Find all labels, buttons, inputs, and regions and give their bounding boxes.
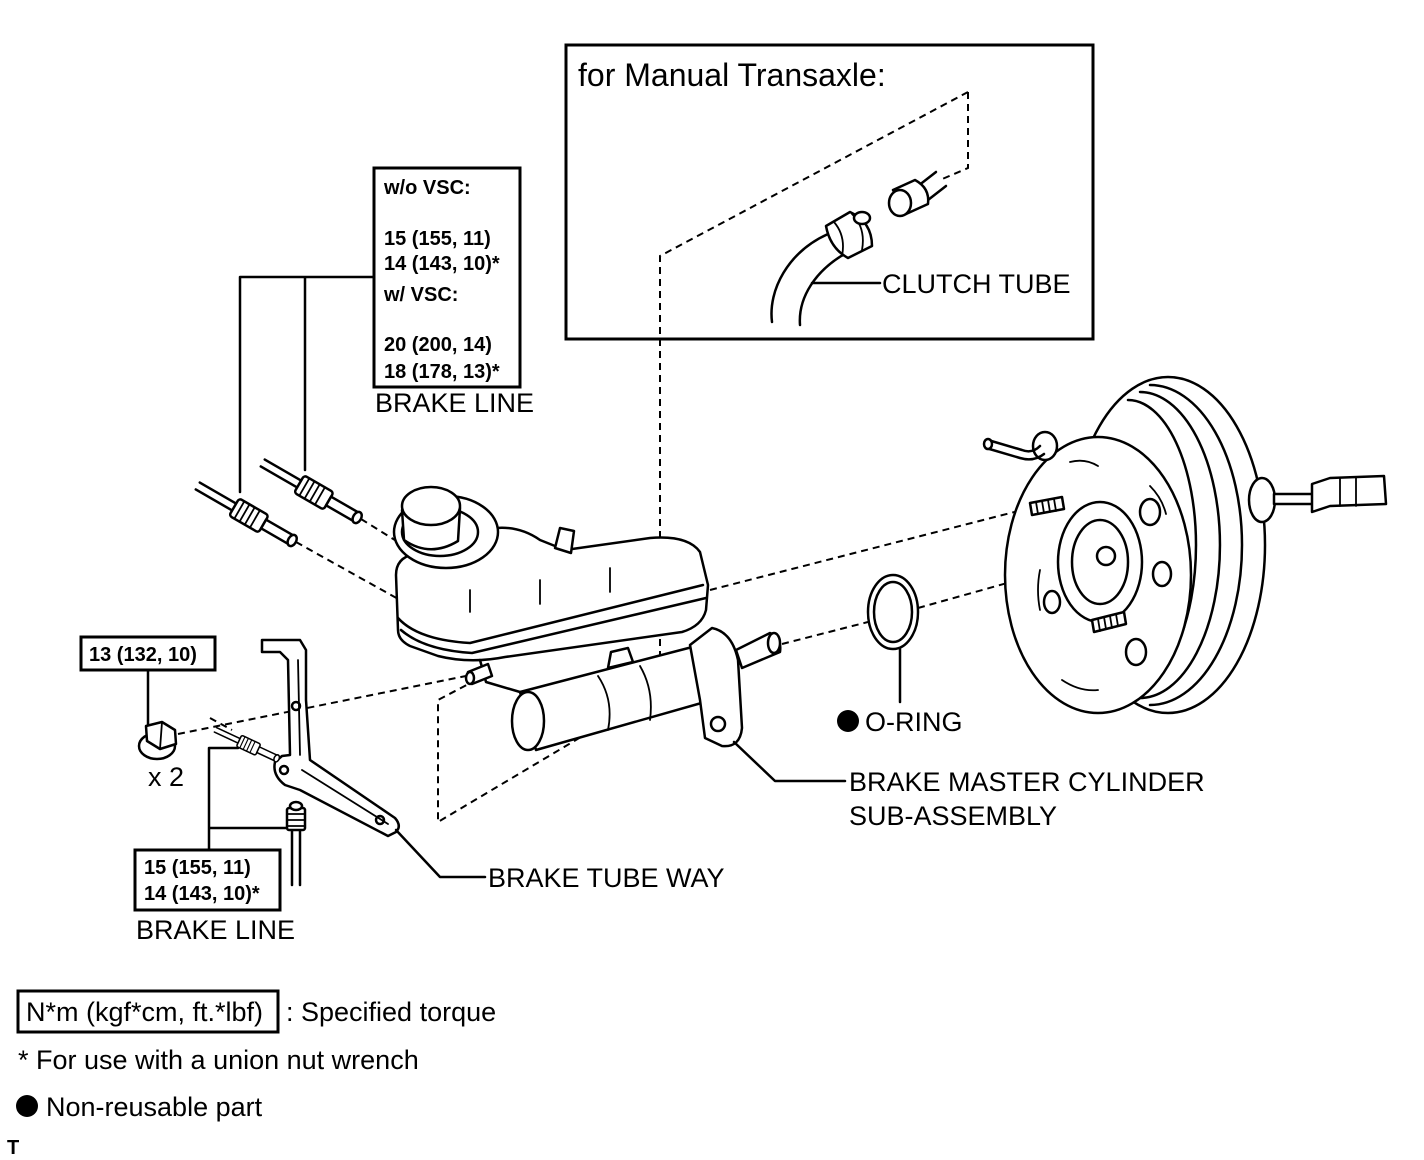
master-cylinder-label-line2: SUB-ASSEMBLY	[849, 801, 1057, 831]
manual-transaxle-title: for Manual Transaxle:	[578, 57, 886, 93]
brake-line-leader-upper	[238, 275, 376, 494]
brake-tube-way-bracket	[260, 638, 400, 838]
torque-lower-union-value: 14 (143, 10)*	[144, 883, 260, 905]
brake-line-label-upper: BRAKE LINE	[375, 388, 534, 418]
nut-torque-value: 13 (132, 10)	[89, 644, 197, 666]
brake-line-leader-lower	[207, 746, 288, 852]
torque-w-vsc-heading: w/ VSC:	[383, 284, 458, 306]
brake-line-fitting-left	[191, 476, 302, 553]
torque-w-vsc-union-value: 18 (178, 13)*	[384, 361, 500, 383]
brake-line-fitting-lower-left	[212, 723, 283, 766]
brake-line-dashed-guides	[295, 518, 401, 601]
torque-wo-vsc-union-value: 14 (143, 10)*	[384, 253, 500, 275]
legend-torque-description: : Specified torque	[286, 997, 496, 1027]
legend-torque-box	[16, 989, 280, 1034]
torque-box-nut	[79, 635, 217, 672]
non-reusable-icon	[837, 710, 859, 732]
torque-lower-value: 15 (155, 11)	[144, 857, 251, 879]
brake-line-fitting-right	[256, 453, 367, 530]
flange-nut	[137, 720, 178, 761]
master-cylinder-label-line1: BRAKE MASTER CYLINDER	[849, 767, 1205, 797]
brake-line-label-lower: BRAKE LINE	[136, 915, 295, 945]
lower-fitting-dashed-guide	[209, 717, 233, 731]
torque-wo-vsc-heading: w/o VSC:	[383, 177, 471, 199]
clutch-fitting	[887, 170, 948, 218]
legend-non-reusable-icon	[16, 1095, 38, 1117]
inset-dashed-guide-right	[939, 92, 969, 181]
nut-dashed-guide	[177, 675, 467, 735]
torque-box-upper	[372, 166, 522, 389]
inset-dashed-guide	[437, 91, 969, 824]
legend-torque-unit: N*m (kgf*cm, ft.*lbf)	[26, 997, 263, 1027]
o-ring-label: O-RING	[865, 707, 963, 737]
booster-dashed-guide-upper	[709, 507, 1031, 591]
clutch-tube	[770, 210, 874, 327]
nut-quantity: x 2	[148, 762, 184, 792]
legend-union-nut-note: * For use with a union nut wrench	[18, 1045, 419, 1075]
master-cylinder-leader	[732, 740, 847, 783]
torque-box-lower	[133, 848, 282, 912]
legend-non-reusable-text: Non-reusable part	[46, 1092, 263, 1122]
brake-line-fitting-lower-vertical	[285, 800, 307, 887]
brake-master-cylinder	[392, 485, 782, 752]
clutch-tube-label: CLUTCH TUBE	[882, 269, 1071, 299]
brake-tube-way-label: BRAKE TUBE WAY	[488, 863, 725, 893]
torque-wo-vsc-value: 15 (155, 11)	[384, 228, 491, 250]
o-ring	[866, 573, 920, 651]
brake-tube-way-leader	[394, 828, 487, 879]
torque-w-vsc-value: 20 (200, 14)	[384, 334, 492, 356]
corner-mark: T	[7, 1137, 19, 1159]
manual-transaxle-box	[564, 43, 1095, 341]
brake-booster	[982, 375, 1388, 715]
